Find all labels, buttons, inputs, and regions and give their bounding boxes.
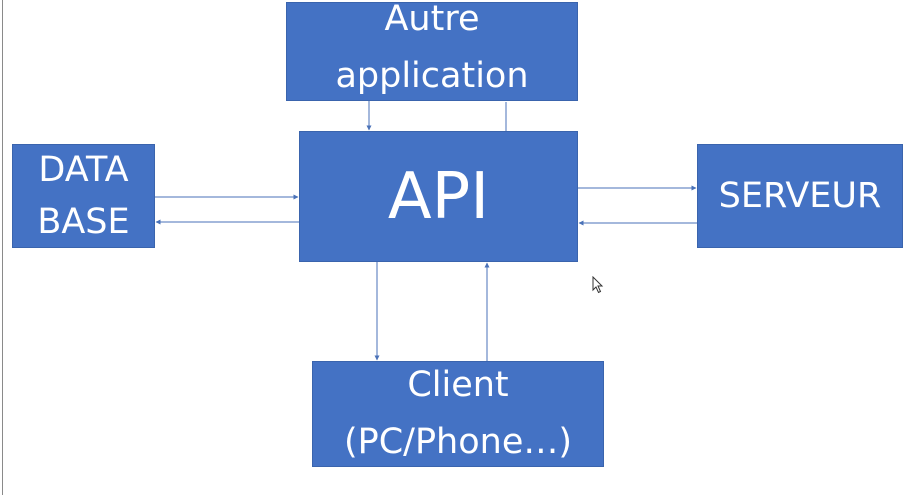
api-label: API [387,159,490,234]
autre-application-line-1: Autre [384,0,480,39]
client-line-2: (PC/Phone…) [343,422,573,462]
serveur-box: SERVEUR [697,144,903,248]
api-box: API [299,131,578,262]
serveur-label: SERVEUR [718,176,882,216]
client-line-1: Client [407,365,509,405]
mouse-pointer-icon [592,276,604,294]
database-box: DATA BASE [12,144,155,248]
database-line-1: DATA [38,150,129,190]
autre-application-line-2: application [335,56,529,96]
client-box: Client (PC/Phone…) [312,361,604,467]
autre-application-box: Autre application [286,0,578,101]
database-line-2: BASE [37,202,130,242]
left-border-line [2,0,3,495]
